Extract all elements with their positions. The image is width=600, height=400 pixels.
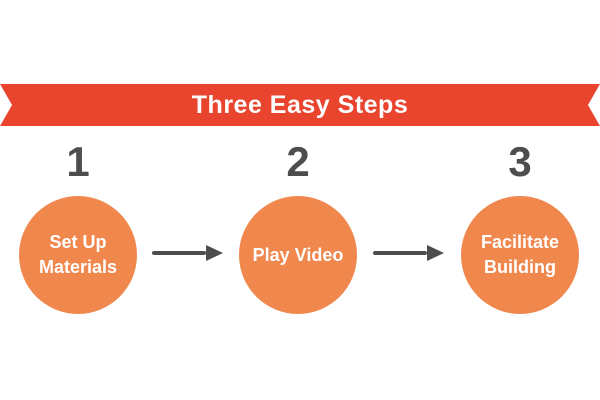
arrow-head	[206, 245, 223, 261]
arrow-shaft	[373, 251, 427, 255]
step-2: 2 Play Video	[218, 138, 378, 314]
arrow-shaft	[152, 251, 206, 255]
step-1: 1 Set Up Materials	[0, 138, 158, 314]
step-3: 3 Facilitate Building	[440, 138, 600, 314]
step-3-number: 3	[508, 138, 532, 185]
step-1-label: Set Up Materials	[38, 232, 118, 277]
step-1-circle: Set Up Materials	[19, 196, 137, 314]
title-ribbon: Three Easy Steps	[0, 84, 600, 126]
step-2-label: Play Video	[252, 244, 344, 265]
arrow-head	[427, 245, 444, 261]
arrow-right-icon	[152, 245, 223, 261]
arrow-right-icon	[373, 245, 444, 261]
step-2-circle: Play Video	[239, 196, 357, 314]
step-1-number: 1	[66, 138, 90, 185]
diagram-title: Three Easy Steps	[191, 90, 409, 119]
step-3-label: Facilitate Building	[480, 232, 560, 277]
step-2-number: 2	[286, 138, 310, 185]
step-3-circle: Facilitate Building	[461, 196, 579, 314]
